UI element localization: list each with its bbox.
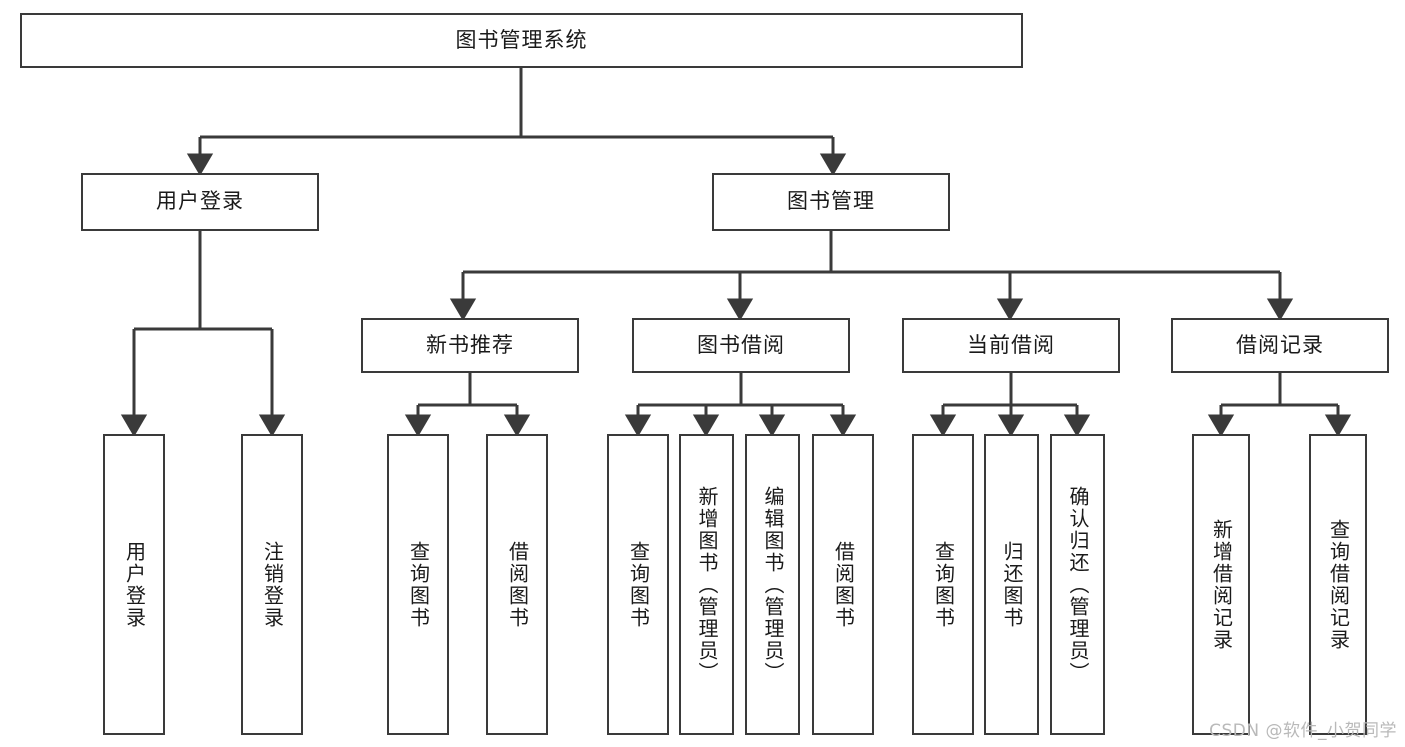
leaf-label: 查询借阅记录 (1326, 518, 1351, 651)
node-borrow-record[interactable]: 借阅记录 (1171, 318, 1389, 373)
node-leaf-return-book[interactable]: 归还图书 (984, 434, 1039, 735)
node-leaf-confirm-return[interactable]: 确认归还（管理员） (1050, 434, 1105, 735)
node-root[interactable]: 图书管理系统 (20, 13, 1023, 68)
node-leaf-query-book-recommend[interactable]: 查询图书 (387, 434, 449, 735)
node-leaf-add-book[interactable]: 新增图书（管理员） (679, 434, 734, 735)
leaf-label: 查询图书 (626, 540, 651, 629)
leaf-label: 用户登录 (122, 540, 147, 629)
node-leaf-borrow-book[interactable]: 借阅图书 (812, 434, 874, 735)
node-leaf-query-book-borrow[interactable]: 查询图书 (607, 434, 669, 735)
leaf-label: 新增借阅记录 (1209, 518, 1234, 651)
node-book-borrow[interactable]: 图书借阅 (632, 318, 850, 373)
leaf-label: 编辑图书（管理员） (761, 485, 785, 684)
node-user-login[interactable]: 用户登录 (81, 173, 319, 231)
node-leaf-user-login[interactable]: 用户登录 (103, 434, 165, 735)
leaf-label: 新增图书（管理员） (695, 485, 719, 684)
node-book-manage[interactable]: 图书管理 (712, 173, 950, 231)
leaf-label: 确认归还（管理员） (1066, 485, 1090, 684)
leaf-label: 归还图书 (1000, 540, 1024, 629)
leaf-label: 查询图书 (406, 540, 431, 629)
node-leaf-edit-book[interactable]: 编辑图书（管理员） (745, 434, 800, 735)
leaf-label: 借阅图书 (831, 540, 856, 629)
node-leaf-add-borrow-record[interactable]: 新增借阅记录 (1192, 434, 1250, 735)
node-leaf-user-logout[interactable]: 注销登录 (241, 434, 303, 735)
node-leaf-query-borrow-record[interactable]: 查询借阅记录 (1309, 434, 1367, 735)
csdn-watermark: CSDN @软件_小贺同学 (1209, 721, 1397, 741)
node-current-borrow[interactable]: 当前借阅 (902, 318, 1120, 373)
leaf-label: 借阅图书 (505, 540, 530, 629)
node-new-book-recommend[interactable]: 新书推荐 (361, 318, 579, 373)
node-leaf-query-book-current[interactable]: 查询图书 (912, 434, 974, 735)
node-leaf-borrow-book-recommend[interactable]: 借阅图书 (486, 434, 548, 735)
leaf-label: 查询图书 (931, 540, 956, 629)
leaf-label: 注销登录 (260, 540, 285, 629)
